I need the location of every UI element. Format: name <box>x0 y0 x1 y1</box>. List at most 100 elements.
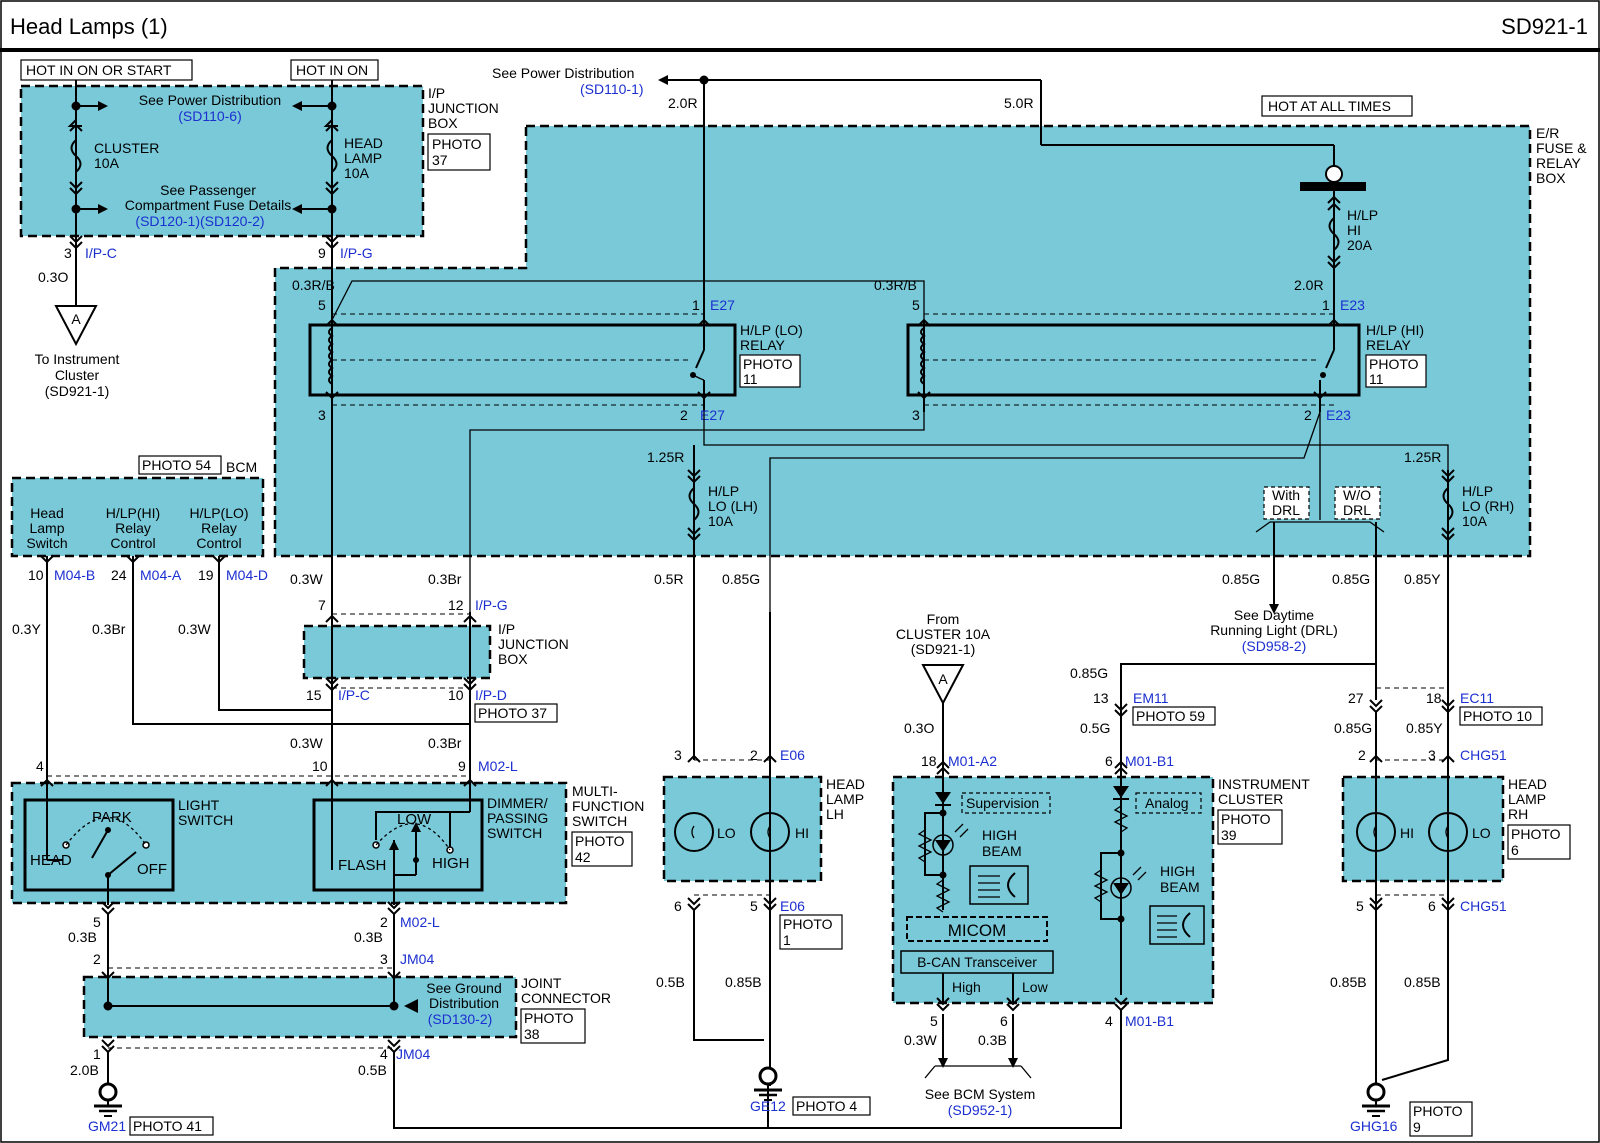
ground-ghg16-icon <box>1362 1082 1390 1117</box>
ge12-photo-box <box>792 1096 871 1116</box>
to-cluster-letter: A <box>71 311 81 327</box>
see-power-dist-top-ref[interactable]: (SD110-1) <box>580 81 644 97</box>
ms-pin9: 9 <box>458 758 466 774</box>
cluster-high-beam: HIGH <box>982 827 1017 843</box>
joint-pin1: 1 <box>93 1046 101 1062</box>
cluster-bcm-ref[interactable]: (SD952-1) <box>948 1102 1013 1118</box>
ms-head: HEAD <box>30 852 72 869</box>
see-passenger-ref[interactable]: (SD120-1)(SD120-2) <box>135 213 264 229</box>
rh-conn-ec11: EC11 <box>1460 690 1494 706</box>
ms-dimmer-3: SWITCH <box>487 825 542 841</box>
bcm-pin-10: 10 <box>28 567 44 583</box>
ghg16-photo: PHOTO <box>1413 1103 1463 1119</box>
lh-name-3: LH <box>826 806 844 822</box>
joint-wire-d: 0.5B <box>358 1062 387 1078</box>
hi-relay-pin2: 2 <box>1304 407 1312 423</box>
er-box-name: E/R <box>1536 125 1559 141</box>
ip-junction-top-name-2: JUNCTION <box>428 100 499 116</box>
ms-off: OFF <box>137 861 167 878</box>
er-box-name-3: RELAY <box>1536 155 1582 171</box>
drl-ref[interactable]: (SD958-2) <box>1242 638 1307 654</box>
lh-lo: LO <box>717 825 736 841</box>
hi-relay-photo-num: 11 <box>1369 371 1384 387</box>
ms-photo-box <box>571 831 633 867</box>
rh-pin3: 3 <box>1428 747 1436 763</box>
hi-relay-pin3: 3 <box>912 407 920 423</box>
cluster-from-3: (SD921-1) <box>911 641 976 657</box>
hot-on-or-start-text: HOT IN ON OR START <box>26 62 172 78</box>
wire-2-0r-label: 2.0R <box>668 95 698 111</box>
lh-conn-e06-bot: E06 <box>780 898 805 914</box>
hi-relay-name: H/LP (HI) <box>1366 322 1424 338</box>
rh-pin18: 18 <box>1426 690 1442 706</box>
joint-pin4: 4 <box>380 1046 388 1062</box>
bcm-name: BCM <box>226 459 257 475</box>
pin-9: 9 <box>318 245 326 261</box>
ms-conn-bot: M02-L <box>400 914 440 930</box>
cluster-supervision: Supervision <box>966 795 1039 811</box>
joint-pin2: 2 <box>93 951 101 967</box>
rh-wire-a: 0.85G <box>1334 720 1372 736</box>
hlp-hi-fuse-rating: 20A <box>1347 237 1373 253</box>
lo-relay-name-2: RELAY <box>740 337 786 353</box>
rh-name-3: RH <box>1508 806 1528 822</box>
wo-drl-text: W/O <box>1343 487 1371 503</box>
ground-gm21: GM21 <box>88 1118 126 1134</box>
rh-lo: LO <box>1472 825 1491 841</box>
lh-name: HEAD <box>826 776 865 792</box>
see-power-distribution-ref[interactable]: (SD110-6) <box>178 108 242 124</box>
cluster-pin18: 18 <box>921 753 937 769</box>
lh-pin2: 2 <box>750 747 758 763</box>
cluster-fuse-label: CLUSTER <box>94 140 159 156</box>
rh-name: HEAD <box>1508 776 1547 792</box>
cluster-from: From <box>927 611 960 627</box>
bcm-hi-relay-control: H/LP(HI) <box>106 505 160 521</box>
wire-2-0r-hi-label: 2.0R <box>1294 277 1324 293</box>
head-lamp-rh-box <box>1341 775 1505 883</box>
ip-mid-pin7: 7 <box>318 597 326 613</box>
ip-junction-box-top <box>19 84 425 238</box>
lo-relay-pin2: 2 <box>680 407 688 423</box>
rh-name-2: LAMP <box>1508 791 1546 807</box>
rh-conn-chg51: CHG51 <box>1460 747 1507 763</box>
with-drl-text: With <box>1272 487 1300 503</box>
hlp-hi-fuse-label-2: HI <box>1347 222 1361 238</box>
hot-in-on-label <box>290 59 379 81</box>
cluster-photo: PHOTO <box>1221 811 1271 827</box>
hi-relay-name-2: RELAY <box>1366 337 1412 353</box>
cluster-wire5: 0.3W <box>904 1032 937 1048</box>
ms-pin4: 4 <box>36 758 44 774</box>
ip-mid-wire-l2: 0.3W <box>290 735 323 751</box>
head-lamp-rh-graphics <box>1356 687 1468 1086</box>
cluster-pin4: 4 <box>1105 1013 1113 1029</box>
rh-photo: PHOTO <box>1511 826 1561 842</box>
wire-to-cluster-label: 0.3O <box>38 269 68 285</box>
joint-pin3: 3 <box>380 951 388 967</box>
ghg16-photo-box <box>1409 1101 1473 1137</box>
bcm-conn-m04-a: M04-A <box>140 567 182 583</box>
cluster-analog: Analog <box>1145 795 1189 811</box>
bcm-pin-19: 19 <box>198 567 214 583</box>
cluster-pin5: 5 <box>930 1013 938 1029</box>
er-fuse-relay-box <box>273 124 1532 558</box>
ms-high: HIGH <box>432 855 470 872</box>
ip-junction-top-wires <box>67 80 339 264</box>
wire-1-25r-lh: 1.25R <box>647 449 684 465</box>
rh-hi: HI <box>1400 825 1414 841</box>
bcm-wires <box>40 555 470 785</box>
hi-relay-photo-box <box>1365 354 1427 388</box>
drl-wires <box>1114 663 1376 782</box>
wire-1-25r-rh: 1.25R <box>1404 449 1441 465</box>
ms-dimmer-2: PASSING <box>487 810 548 826</box>
lh-wire-c: 0.5B <box>656 974 685 990</box>
wire-5-0r-label: 5.0R <box>1004 95 1034 111</box>
bcm-wire-0-3br: 0.3Br <box>92 621 126 637</box>
joint-ground-ref[interactable]: (SD130-2) <box>428 1011 493 1027</box>
to-cluster-connector-a <box>54 305 98 347</box>
lh-photo-num: 1 <box>783 932 791 948</box>
head-lamp-fuse-label: HEAD <box>344 135 383 151</box>
ip-mid-conn-ip-g: I/P-G <box>475 597 508 613</box>
to-cluster-text: To Instrument <box>35 351 120 367</box>
